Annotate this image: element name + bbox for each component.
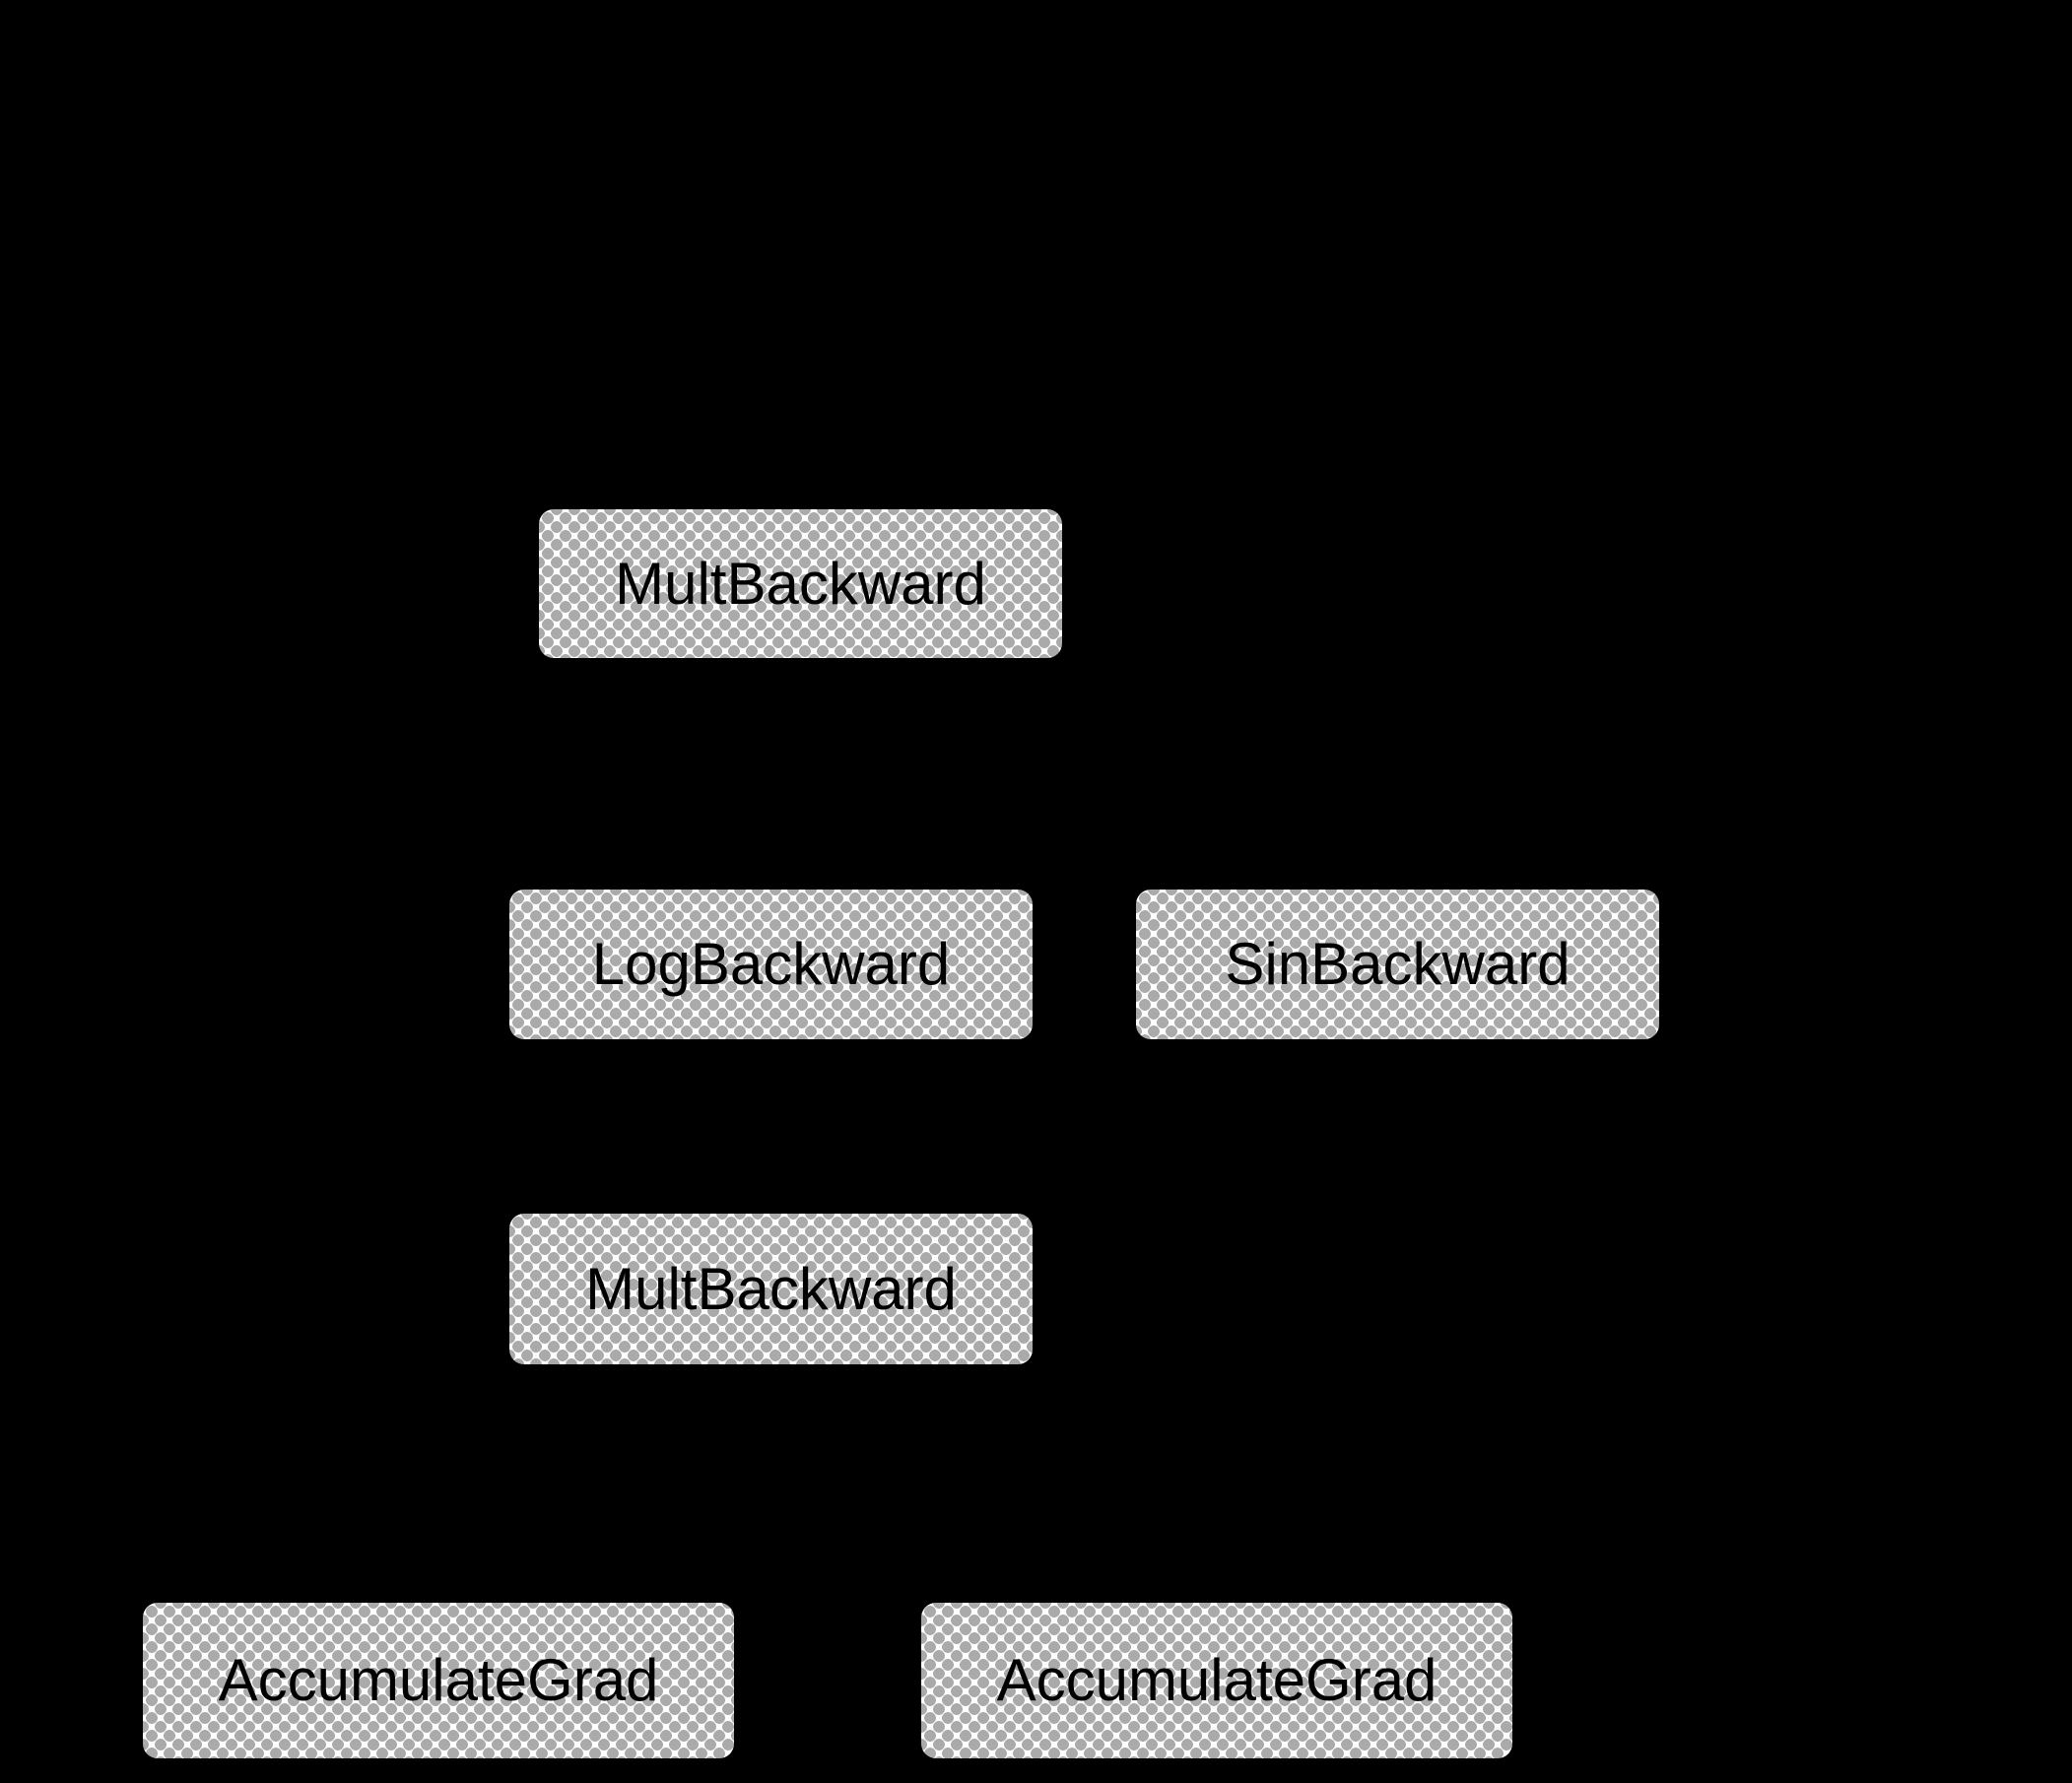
graph-node-accumulate-grad-left[interactable]: AccumulateGrad xyxy=(143,1603,734,1758)
node-label: MultBackward xyxy=(615,550,986,617)
graph-edge xyxy=(769,657,802,891)
graph-node-mult-backward-root[interactable]: MultBackward xyxy=(539,509,1062,658)
graph-node-log-backward[interactable]: LogBackward xyxy=(509,890,1033,1039)
node-label: SinBackward xyxy=(1225,931,1571,997)
node-label: AccumulateGrad xyxy=(218,1647,659,1713)
graph-edge xyxy=(436,1362,672,1605)
node-label: LogBackward xyxy=(591,931,951,997)
graph-node-sin-backward[interactable]: SinBackward xyxy=(1136,890,1659,1039)
graph-edge xyxy=(1215,1038,1399,1604)
node-label: AccumulateGrad xyxy=(996,1647,1437,1713)
graph-edge xyxy=(886,1362,1218,1605)
graph-node-mult-backward-inner[interactable]: MultBackward xyxy=(509,1214,1033,1364)
graph-node-accumulate-grad-right[interactable]: AccumulateGrad xyxy=(921,1603,1512,1758)
node-label: MultBackward xyxy=(585,1255,957,1322)
graph-edge xyxy=(984,656,1398,892)
